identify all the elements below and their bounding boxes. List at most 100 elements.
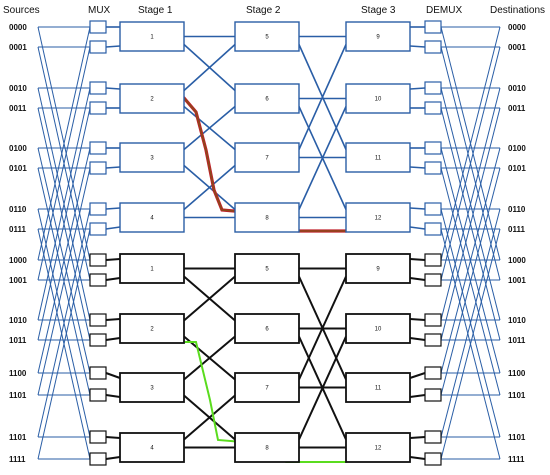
destination-label: 1001 <box>508 276 526 285</box>
stage1-switch-number: 2 <box>150 327 154 333</box>
mux-box <box>89 202 107 216</box>
mux-box <box>89 141 107 155</box>
stage1-to-stage2-link <box>183 105 236 151</box>
destination-label: 1101 <box>508 433 526 442</box>
stage3-switch <box>345 253 411 284</box>
source-label: 1000 <box>9 256 27 265</box>
stage2-switch <box>234 253 300 284</box>
stage3-to-demux-link <box>409 436 426 439</box>
stage3-switch <box>345 313 411 344</box>
mux-to-stage1-link <box>105 166 121 169</box>
destination-label: 0011 <box>508 104 526 113</box>
stage1-switch-number: 3 <box>150 156 154 162</box>
destination-cross-link <box>440 46 501 281</box>
destination-label: 1010 <box>508 316 526 325</box>
stage2-header: Stage 2 <box>246 5 281 16</box>
stage1-to-stage2-link <box>183 335 236 381</box>
mux-box <box>89 273 107 287</box>
stage3-switch-number: 12 <box>375 216 382 222</box>
source-cross-link <box>37 228 91 460</box>
stage3-to-demux-link <box>409 87 426 90</box>
stage3-header: Stage 3 <box>361 5 396 16</box>
mux-box <box>89 20 107 34</box>
stage3-switch-number: 9 <box>376 35 380 41</box>
destination-cross-link <box>440 107 501 341</box>
stage3-switch <box>345 83 411 114</box>
demux-box <box>424 40 442 54</box>
source-cross-link <box>37 147 91 374</box>
mux-to-stage1-link <box>105 436 121 439</box>
stage1-switch <box>119 83 185 114</box>
demux-box <box>424 161 442 175</box>
stage3-to-demux-link <box>409 456 426 460</box>
stage2-switch-number: 6 <box>265 327 269 333</box>
stage2-switch-number: 5 <box>265 35 269 41</box>
stage3-switch-number: 10 <box>375 97 382 103</box>
mux-box <box>89 333 107 347</box>
mux-to-stage1-link <box>105 277 121 281</box>
source-label: 0100 <box>9 144 27 153</box>
port-labels: 0000000100100011010001010110011110001001… <box>9 23 526 464</box>
destinations-header: Destinations <box>490 5 545 16</box>
mux-to-stage1-link <box>105 226 121 230</box>
demux-box <box>424 430 442 444</box>
demux-box <box>424 202 442 216</box>
demux-box <box>424 273 442 287</box>
stage3-to-demux-link <box>409 337 426 341</box>
source-label: 1101 <box>9 433 27 442</box>
mux-to-stage1-link <box>105 394 121 398</box>
destination-cross-link <box>440 167 501 396</box>
stage1-switch-number: 1 <box>150 267 154 273</box>
source-cross-link <box>37 107 91 341</box>
stage1-switch-number: 2 <box>150 97 154 103</box>
stage1-switch-number: 1 <box>150 35 154 41</box>
stage2-switch <box>234 202 300 233</box>
mux-to-stage1-link <box>105 318 121 321</box>
stage1-switch <box>119 253 185 284</box>
stage3-switch <box>345 202 411 233</box>
stage3-switch <box>345 21 411 52</box>
mux-to-stage1-link <box>105 456 121 460</box>
destination-label: 1011 <box>508 336 526 345</box>
source-label: 0101 <box>9 164 27 173</box>
stage3-switch-number: 10 <box>375 327 382 333</box>
stage2-switch-number: 5 <box>265 267 269 273</box>
stage3-switch <box>345 372 411 403</box>
stage1-switch-number: 3 <box>150 386 154 392</box>
demux-header: DEMUX <box>426 5 462 16</box>
source-label: 0111 <box>9 225 26 234</box>
stage3-to-demux-link <box>409 166 426 169</box>
stage2-switch <box>234 432 300 463</box>
fanout-links <box>37 26 501 460</box>
source-label: 0010 <box>9 84 27 93</box>
source-cross-link <box>37 87 91 321</box>
stage1-switch-number: 4 <box>150 446 154 452</box>
mux-to-stage1-link <box>105 45 121 48</box>
stage1-switch <box>119 202 185 233</box>
stage2-to-stage3-link <box>298 44 347 150</box>
stage3-switch-number: 9 <box>376 267 380 273</box>
mux-box <box>89 101 107 115</box>
demux-box <box>424 222 442 236</box>
demux-box <box>424 81 442 95</box>
stage2-to-stage3-link <box>298 276 347 380</box>
demux-box <box>424 253 442 267</box>
stage3-switch-number: 11 <box>375 386 382 392</box>
stage3-to-demux-link <box>409 394 426 398</box>
stage1-to-stage2-link <box>183 394 236 441</box>
demux-box <box>424 20 442 34</box>
stage3-to-demux-link <box>409 226 426 230</box>
stage3-to-demux-link <box>409 277 426 281</box>
stage2-to-stage3-link <box>298 106 347 210</box>
destination-label: 1101 <box>508 391 526 400</box>
source-label: 0001 <box>9 43 27 52</box>
stage1-switch-number: 4 <box>150 216 154 222</box>
stage1-switch <box>119 372 185 403</box>
source-label: 1100 <box>9 369 27 378</box>
source-label: 0011 <box>9 104 27 113</box>
mux-box <box>89 366 107 380</box>
source-label: 0110 <box>9 205 27 214</box>
stage2-switch <box>234 372 300 403</box>
destination-cross-link <box>440 208 501 438</box>
